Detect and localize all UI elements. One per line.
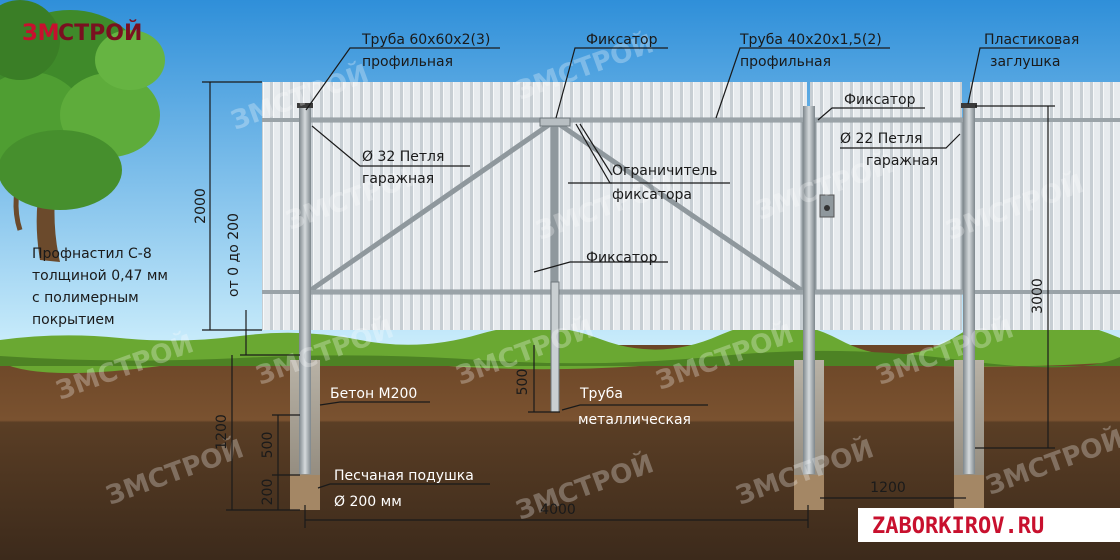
dim-wicket-width: 1200 (870, 480, 906, 496)
post-left (299, 106, 311, 474)
label-frame-pipe-2: профильная (740, 54, 831, 70)
label-hinge22-2: гаражная (866, 153, 938, 169)
brand-logo: ЗМ СТРОЙ (22, 20, 142, 46)
website-banner (858, 508, 1120, 542)
label-post-pipe-1: Труба 60х60х2(3) (361, 32, 490, 48)
label-sheet-1: Профнастил С-8 (32, 246, 152, 262)
label-latch-wicket: Фиксатор (844, 92, 916, 108)
website-text: ZABORKIROV.RU (872, 514, 1044, 539)
label-plastic-cap-2: заглушка (990, 54, 1060, 70)
brand-part1: ЗМ (22, 21, 60, 46)
label-latch-top: Фиксатор (586, 32, 658, 48)
label-metal-pipe-1: Труба (579, 386, 623, 402)
label-sand-2: Ø 200 мм (334, 494, 402, 510)
post-middle (803, 106, 815, 474)
top-latch (539, 117, 571, 127)
dim-post-height: 3000 (1030, 278, 1046, 314)
tree (0, 0, 165, 262)
dim-gate-width: 4000 (540, 502, 576, 518)
dim-post-depth: 1200 (214, 414, 230, 450)
label-sheet-4: покрытием (32, 312, 115, 328)
label-limiter-1: Ограничитель (612, 163, 717, 179)
dim-sand-depth: 200 (260, 479, 276, 506)
label-sheet-2: толщиной 0,47 мм (32, 268, 168, 284)
label-sand-1: Песчаная подушка (334, 468, 474, 484)
label-post-pipe-2: профильная (362, 54, 453, 70)
leader-lines (305, 47, 1060, 489)
brand-part2: СТРОЙ (58, 20, 142, 46)
label-hinge22-1: Ø 22 Петля (840, 131, 922, 147)
dim-concrete-depth: 500 (260, 432, 276, 459)
label-frame-pipe-1: Труба 40х20х1,5(2) (739, 32, 882, 48)
dim-rod-depth: 500 (515, 369, 531, 396)
dim-gate-height: 2000 (193, 188, 209, 224)
label-plastic-cap-1: Пластиковая (984, 32, 1079, 48)
fence-sheet (970, 82, 1120, 330)
label-limiter-2: фиксатора (612, 187, 692, 203)
dimension-lines (202, 81, 1055, 528)
label-sheet-3: с полимерным (32, 290, 139, 306)
label-latch-bottom: Фиксатор (586, 250, 658, 266)
label-hinge32-1: Ø 32 Петля (362, 149, 444, 165)
label-metal-pipe-2: металлическая (578, 412, 691, 428)
dim-ground-gap: от 0 до 200 (226, 213, 242, 297)
post-right (963, 106, 975, 474)
label-concrete: Бетон М200 (330, 386, 417, 402)
label-hinge32-2: гаражная (362, 171, 434, 187)
gate-sheet (262, 82, 807, 330)
wicket-sheet (810, 82, 962, 330)
